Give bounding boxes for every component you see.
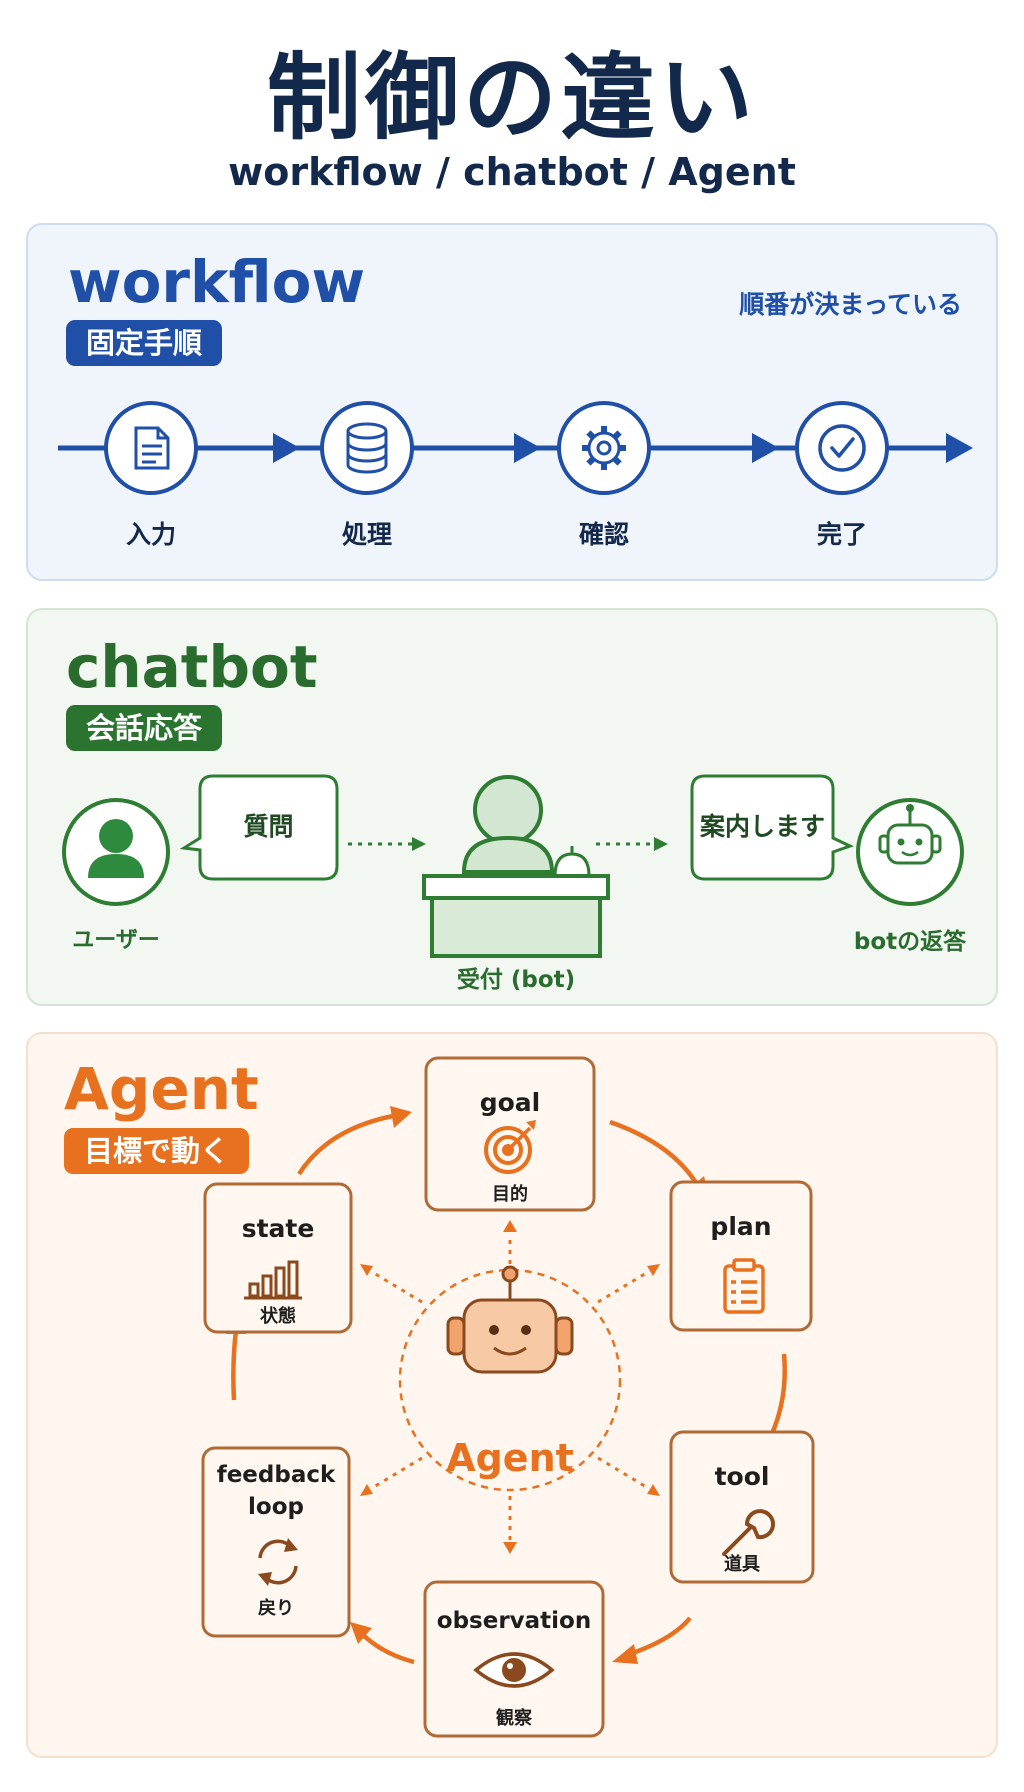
state-sub: 状態 — [260, 1306, 296, 1327]
reception-desk-icon — [422, 775, 610, 958]
step-node-input — [104, 401, 198, 495]
answer-text: 案内します — [699, 812, 825, 841]
state-node — [203, 1182, 353, 1334]
feedback-title-2: loop — [248, 1494, 304, 1520]
agent-center-label: Agent — [446, 1436, 574, 1480]
step-node-complete — [795, 401, 889, 495]
document-icon — [134, 426, 170, 470]
check-circle-icon — [818, 424, 866, 472]
step-label-process: 処理 — [341, 520, 392, 549]
answer-bubble — [690, 774, 854, 881]
spoke-arrowheads — [360, 1220, 660, 1554]
agent-title: Agent — [64, 1055, 259, 1123]
workflow-badge: 固定手順 — [66, 320, 223, 367]
feedback-title: feedback — [216, 1462, 336, 1488]
cycle-arrows — [231, 1113, 787, 1665]
user-label: ユーザー — [72, 928, 160, 953]
clipboard-icon — [723, 1258, 765, 1314]
tool-title: tool — [714, 1462, 770, 1491]
dotted-arrow-2 — [596, 837, 668, 851]
workflow-panel: workflow 固定手順 順番が決まっている — [26, 223, 998, 581]
step-label-complete: 完了 — [816, 520, 867, 549]
workflow-note: 順番が決まっている — [739, 290, 962, 319]
goal-sub: 目的 — [492, 1184, 528, 1205]
page-title: 制御の違い — [266, 44, 757, 153]
agent-panel: Agent 目標で動く — [26, 1032, 998, 1758]
feedback-sub: 戻り — [258, 1598, 294, 1619]
dotted-arrow-1 — [348, 837, 426, 851]
wrench-icon — [722, 1509, 775, 1556]
bot-icon — [856, 798, 964, 906]
goal-title: goal — [479, 1088, 541, 1117]
tool-sub: 道具 — [724, 1554, 760, 1575]
workflow-title: workflow — [68, 248, 366, 316]
goal-node — [424, 1056, 596, 1212]
tool-node — [669, 1430, 815, 1584]
step-node-confirm — [557, 401, 651, 495]
workflow-flow — [58, 401, 973, 495]
page-subtitle: workflow / chatbot / Agent — [228, 150, 796, 194]
chatbot-panel: chatbot 会話応答 — [26, 608, 998, 1006]
center-dashed-circle — [398, 1268, 622, 1492]
chatbot-flow — [62, 774, 964, 958]
chatbot-badge: 会話応答 — [66, 705, 223, 752]
state-title: state — [241, 1214, 315, 1243]
bar-chart-icon — [244, 1260, 302, 1300]
plan-title: plan — [710, 1212, 772, 1241]
eye-icon — [473, 1652, 555, 1688]
dotted-spokes — [371, 1234, 649, 1544]
chatbot-title: chatbot — [66, 633, 318, 701]
agent-cycle — [201, 1056, 815, 1738]
observation-title: observation — [436, 1608, 592, 1634]
bot-label: botの返答 — [853, 929, 967, 955]
gear-icon — [582, 426, 626, 470]
observation-sub: 観察 — [496, 1708, 532, 1729]
question-text: 質問 — [243, 812, 294, 841]
bell-icon — [549, 846, 595, 878]
step-label-input: 入力 — [125, 520, 176, 549]
database-icon — [346, 422, 388, 474]
user-icon — [62, 798, 170, 906]
refresh-icon — [258, 1538, 298, 1586]
step-node-process — [320, 401, 414, 495]
desk-label: 受付 (bot) — [456, 967, 576, 993]
step-label-confirm: 確認 — [578, 520, 629, 549]
question-bubble — [179, 774, 339, 881]
plan-node — [669, 1180, 813, 1332]
target-icon — [484, 1120, 536, 1174]
agent-robot-icon — [446, 1265, 574, 1374]
agent-badge: 目標で動く — [64, 1128, 250, 1175]
